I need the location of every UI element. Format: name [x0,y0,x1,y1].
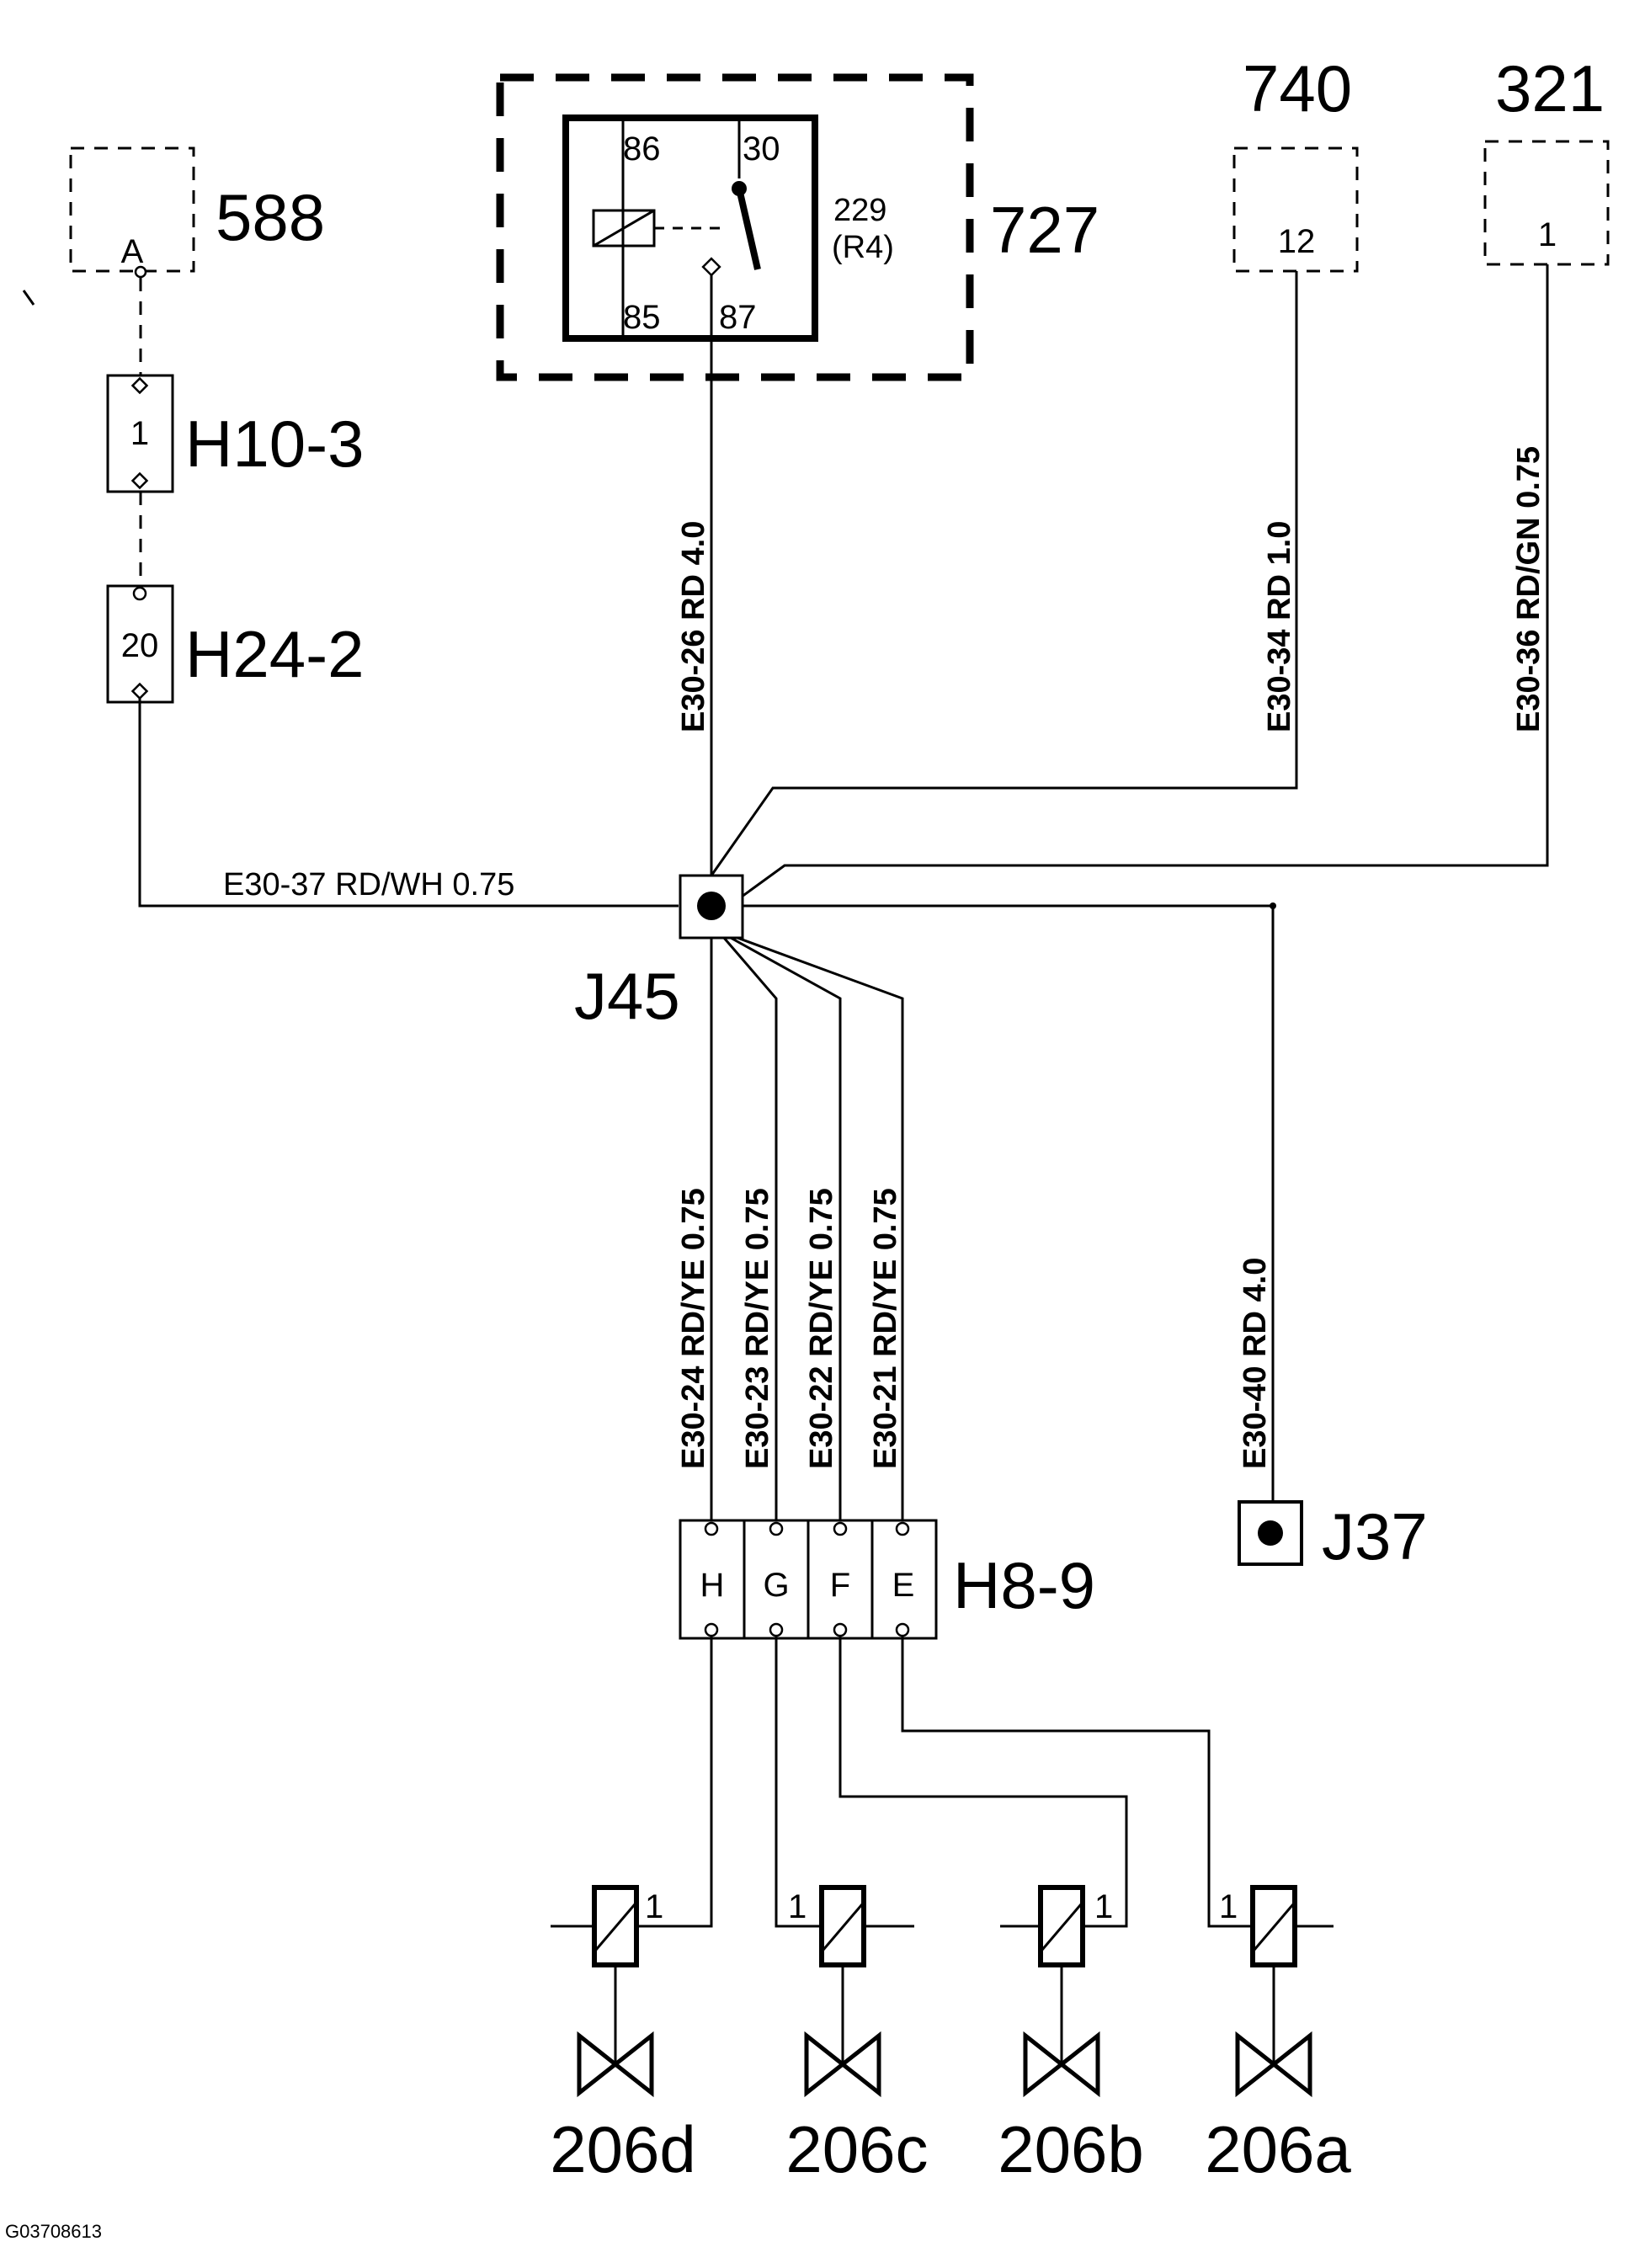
wire-to-206d [660,1635,713,1928]
valve-206d: 1 206d [550,1885,696,2186]
relay-pin-87: 87 [719,299,757,336]
relay-pin-86: 86 [623,130,661,168]
wire-e30-34-label: E30-34 RD 1.0 [1262,521,1297,732]
splice-j37: J37 [1238,1499,1428,1573]
relay-sub: (R4) [832,230,894,265]
component-321: 321 1 [1483,51,1610,266]
connector-h8-9-label: H8-9 [953,1548,1095,1622]
wire-e30-22 [730,936,842,1520]
component-588-label: 588 [216,180,325,254]
relay-pin-85: 85 [623,299,661,336]
wire-e30-23 [722,937,778,1520]
connector-h10-3-pin: 1 [130,415,149,452]
valve-206b-pin: 1 [1094,1888,1113,1925]
wire-to-206a [901,1635,1254,1928]
h8-pin-e: E [892,1567,915,1604]
connector-h10-3: 1 H10-3 [106,374,364,493]
valve-206a-label: 206a [1205,2112,1351,2186]
wire-e30-26-label: E30-26 RD 4.0 [676,521,711,732]
wire-e30-36 [728,264,1549,908]
component-727-label: 727 [990,193,1099,267]
wire-e30-34 [710,271,1298,876]
valve-206a-pin: 1 [1219,1888,1238,1925]
splice-j37-label: J37 [1322,1499,1428,1573]
valve-206b: 1 206b [998,1885,1144,2186]
component-740-label: 740 [1243,51,1352,125]
connector-h24-2-label: H24-2 [185,617,364,691]
wire-e30-21-label: E30-21 RD/YE 0.75 [868,1188,903,1469]
connector-h10-3-label: H10-3 [185,407,364,481]
wire-e30-40-label: E30-40 RD 4.0 [1238,1258,1273,1469]
valve-206b-label: 206b [998,2112,1144,2186]
component-727: 727 86 30 85 87 229 (R4) [496,73,1099,381]
relay-id: 229 [833,193,886,228]
component-588: 588 A [69,146,325,279]
wire-to-206b [838,1635,1128,1928]
h8-pin-g: G [763,1567,789,1604]
valve-206d-pin: 1 [645,1888,663,1925]
wire-e30-24-label: E30-24 RD/YE 0.75 [676,1188,711,1469]
h8-pin-h: H [700,1567,725,1604]
relay-switch [732,181,761,270]
connector-h8-9: H G F E H8-9 [679,1519,1095,1640]
valve-206c-pin: 1 [788,1888,807,1925]
component-588-pin: A [121,233,144,270]
diagram-code: G03708613 [5,2221,102,2242]
component-321-label: 321 [1495,51,1605,125]
wire-e30-37 [138,697,679,908]
connector-h24-2-pin: 20 [121,627,159,664]
splice-j45: J45 [574,874,744,1033]
valve-206a: 1 206a [1205,1885,1351,2186]
valve-206c-label: 206c [785,2112,928,2186]
connector-h24-2: 20 H24-2 [106,584,364,704]
wire-to-206c [775,1635,823,1928]
wire-e30-23-label: E30-23 RD/YE 0.75 [740,1188,775,1469]
relay-pin-30: 30 [743,130,780,168]
component-740-pin: 12 [1278,223,1316,260]
component-321-pin: 1 [1538,216,1557,253]
valve-206d-label: 206d [550,2112,696,2186]
wire-e30-36-label: E30-36 RD/GN 0.75 [1511,446,1547,732]
splice-j45-label: J45 [574,959,680,1033]
h8-pin-f: F [830,1567,850,1604]
wire-e30-22-label: E30-22 RD/YE 0.75 [804,1188,839,1469]
wire-e30-21 [737,936,904,1520]
wire-e30-37-label: E30-37 RD/WH 0.75 [223,867,514,902]
valve-206c: 1 206c [776,1885,929,2186]
component-740: 740 12 [1232,51,1359,273]
